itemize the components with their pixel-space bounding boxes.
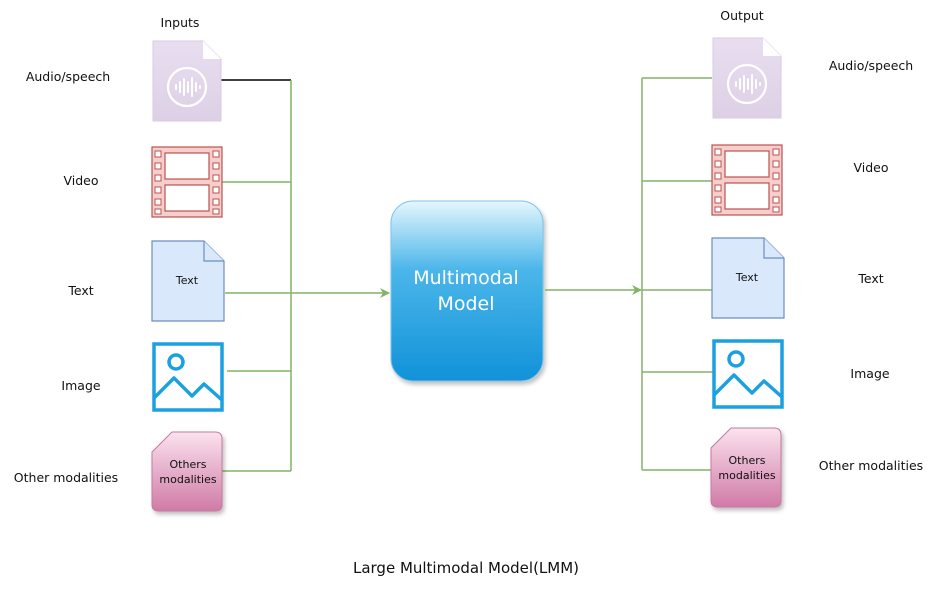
model-title-line1: Multimodal xyxy=(413,267,519,289)
text-document-icon: Text xyxy=(151,240,225,322)
text-document-icon: Text xyxy=(711,237,785,319)
input-label-video: Video xyxy=(63,173,98,188)
input-card-label-line1: Others xyxy=(170,458,207,471)
outputs-heading: Output xyxy=(720,8,764,23)
audio-file-icon xyxy=(152,40,222,122)
output-text-icon-label: Text xyxy=(735,271,759,284)
input-label-text: Text xyxy=(67,283,93,298)
output-label-video: Video xyxy=(853,160,888,175)
card-icon: Others modalities xyxy=(710,427,782,508)
film-strip-icon xyxy=(711,144,783,216)
input-label-other: Other modalities xyxy=(14,470,118,485)
output-label-text: Text xyxy=(857,271,883,286)
diagram-caption: Large Multimodal Model(LMM) xyxy=(353,559,579,577)
input-label-audio: Audio/speech xyxy=(26,69,110,84)
model-title-line2: Model xyxy=(437,293,494,315)
card-icon: Others modalities xyxy=(151,431,223,512)
inputs-heading: Inputs xyxy=(161,15,200,30)
input-card-label-line2: modalities xyxy=(159,473,216,486)
output-connectors xyxy=(545,77,713,471)
output-card-label-line2: modalities xyxy=(718,469,775,482)
multimodal-model-box xyxy=(390,200,544,382)
image-icon xyxy=(152,342,224,412)
input-text-icon-label: Text xyxy=(175,274,199,287)
output-label-other: Other modalities xyxy=(819,458,923,473)
film-strip-icon xyxy=(151,146,223,218)
audio-file-icon xyxy=(712,37,782,119)
input-connectors xyxy=(221,79,390,472)
input-label-image: Image xyxy=(61,378,100,393)
image-icon xyxy=(712,339,784,409)
output-label-audio: Audio/speech xyxy=(829,58,913,73)
output-card-label-line1: Others xyxy=(729,454,766,467)
output-label-image: Image xyxy=(850,366,889,381)
